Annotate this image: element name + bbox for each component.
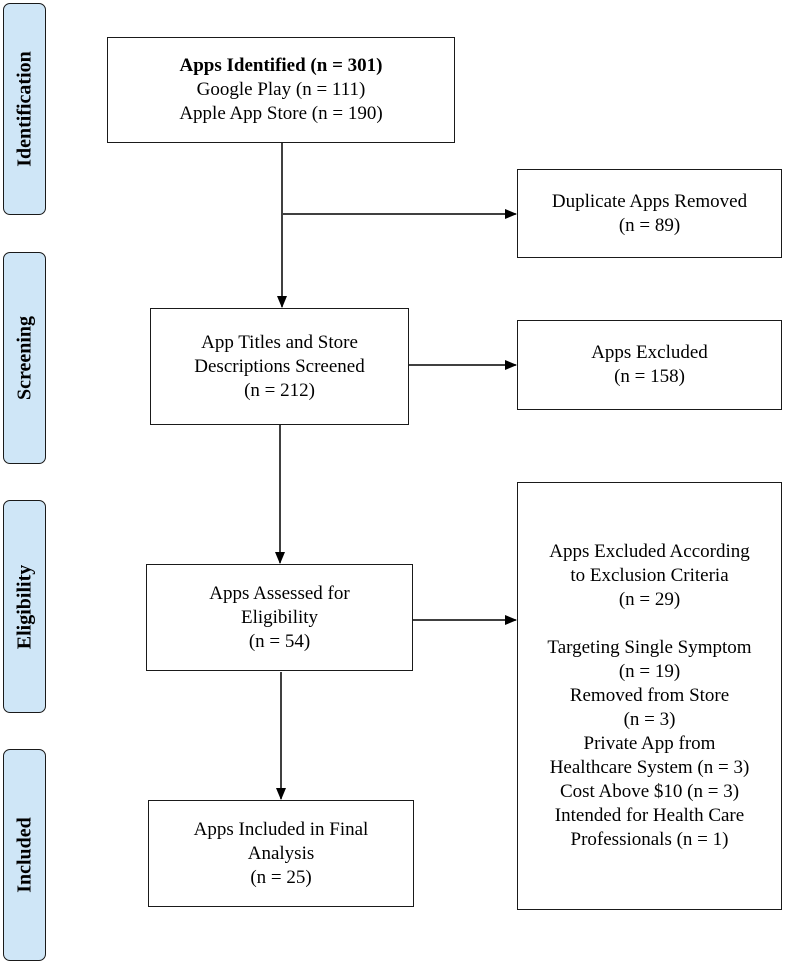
excluded-label: Apps Excluded	[591, 342, 708, 363]
criteria-line: to Exclusion Criteria	[570, 565, 729, 586]
criteria-line: (n = 29)	[618, 589, 681, 610]
apps-included-box: Apps Included in Final Analysis (n = 25)	[148, 800, 414, 907]
criteria-line: Intended for Health Care	[554, 805, 745, 826]
criteria-line: Private App from	[583, 733, 716, 754]
criteria-line: Cost Above $10 (n = 3)	[559, 781, 740, 802]
criteria-line: (n = 19)	[618, 661, 681, 682]
criteria-line: Removed from Store	[569, 685, 730, 706]
included-line1: Apps Included in Final	[193, 818, 369, 840]
phase-screening: Screening	[3, 252, 46, 464]
assessed-count: (n = 54)	[248, 630, 311, 652]
criteria-line: (n = 3)	[623, 709, 676, 730]
criteria-line: Healthcare System (n = 3)	[549, 757, 750, 778]
phase-eligibility: Eligibility	[3, 500, 46, 713]
included-count: (n = 25)	[250, 866, 312, 888]
criteria-line: Professionals (n = 1)	[570, 829, 729, 850]
assessed-line1: Apps Assessed for	[209, 582, 350, 604]
exclusion-criteria-box: Apps Excluded According to Exclusion Cri…	[517, 482, 782, 910]
google-play-count: Google Play (n = 111)	[196, 79, 366, 100]
included-line2: Analysis	[247, 842, 315, 864]
apple-app-store-count: Apple App Store (n = 190)	[179, 103, 383, 124]
phase-identification: Identification	[3, 3, 46, 215]
assessed-box: Apps Assessed for Eligibility (n = 54)	[146, 564, 413, 671]
criteria-line: Targeting Single Symptom	[547, 637, 752, 658]
duplicates-label: Duplicate Apps Removed	[551, 190, 748, 212]
criteria-line: Apps Excluded According	[549, 541, 750, 562]
screened-box: App Titles and Store Descriptions Screen…	[150, 308, 409, 425]
assessed-line2: Eligibility	[240, 606, 319, 628]
duplicates-removed-box: Duplicate Apps Removed (n = 89)	[517, 169, 782, 258]
screened-count: (n = 212)	[244, 379, 315, 401]
duplicates-count: (n = 89)	[618, 214, 681, 236]
apps-excluded-box: Apps Excluded (n = 158)	[517, 320, 782, 410]
apps-identified-title: Apps Identified (n = 301)	[179, 55, 383, 76]
screened-line1: App Titles and Store	[201, 331, 358, 353]
excluded-count: (n = 158)	[614, 366, 685, 387]
phase-included: Included	[3, 749, 46, 961]
screened-line2: Descriptions Screened	[194, 355, 365, 377]
apps-identified-box: Apps Identified (n = 301) Google Play (n…	[107, 37, 455, 143]
